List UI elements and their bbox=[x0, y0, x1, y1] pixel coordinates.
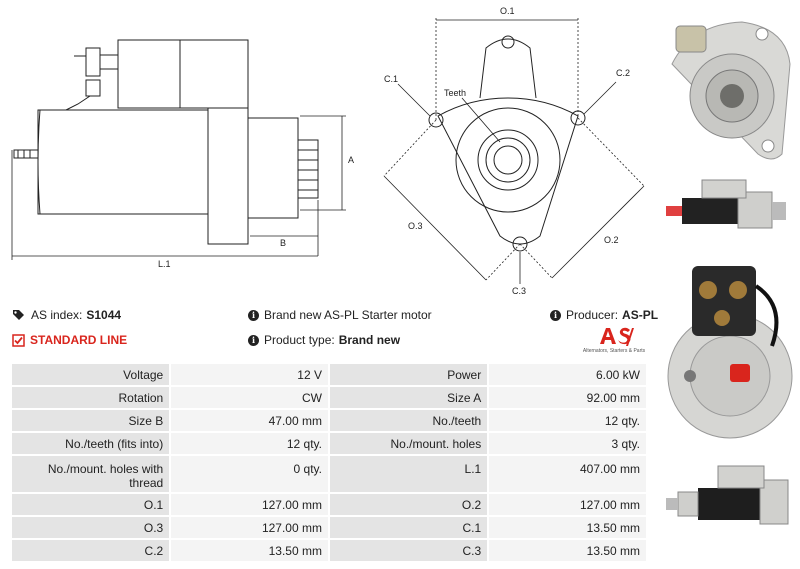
table-row: No./teeth (fits into) 12 qty. No./mount.… bbox=[12, 433, 646, 454]
photo-front-view bbox=[662, 4, 798, 164]
spec-value: 3 qty. bbox=[489, 433, 646, 454]
mount-hole-c3 bbox=[512, 236, 528, 252]
spec-label: L.1 bbox=[329, 456, 488, 492]
spec-value: 127.00 mm bbox=[489, 494, 646, 515]
info-icon: i bbox=[550, 309, 561, 321]
logo-tagline: Alternators, Starters & Parts bbox=[582, 348, 646, 354]
spec-value: 47.00 mm bbox=[171, 410, 328, 431]
table-row: O.1 127.00 mm O.2 127.00 mm bbox=[12, 494, 646, 515]
spec-value: 13.50 mm bbox=[171, 540, 328, 561]
description-text: Brand new AS-PL Starter motor bbox=[264, 308, 432, 322]
spec-label: Voltage bbox=[12, 364, 170, 385]
o3-label: O.3 bbox=[408, 221, 423, 231]
spec-label: Size A bbox=[329, 387, 488, 408]
photo-side-view-small bbox=[662, 172, 798, 236]
photo-side-view bbox=[662, 458, 798, 532]
spec-label: O.2 bbox=[329, 494, 488, 515]
producer-label: Producer: bbox=[566, 308, 619, 322]
standard-line: STANDARD LINE bbox=[12, 333, 127, 347]
spec-label: No./mount. holes bbox=[329, 433, 488, 454]
standard-line-label: STANDARD LINE bbox=[30, 333, 128, 347]
spec-label: C.3 bbox=[329, 540, 488, 561]
photo-solenoid-view bbox=[662, 246, 798, 450]
spec-value: CW bbox=[171, 387, 328, 408]
spec-label: No./mount. holes with thread bbox=[12, 456, 170, 492]
product-info: AS index: S1044 STANDARD LINE i Brand ne… bbox=[12, 306, 658, 358]
c1-label: C.1 bbox=[384, 74, 398, 84]
spec-label: O.1 bbox=[12, 494, 170, 515]
checkbox-check-icon bbox=[12, 333, 25, 347]
table-row: Size B 47.00 mm No./teeth 12 qty. bbox=[12, 410, 646, 431]
spec-value: 127.00 mm bbox=[171, 517, 328, 538]
producer: i Producer: AS-PL bbox=[550, 308, 658, 322]
spec-value: 0 qty. bbox=[171, 456, 328, 492]
spec-value: 12 qty. bbox=[489, 410, 646, 431]
info-icon: i bbox=[248, 334, 259, 346]
mount-hole-c1 bbox=[428, 112, 444, 128]
table-row: No./mount. holes with thread 0 qty. L.1 … bbox=[12, 456, 646, 492]
spec-value: 12 V bbox=[171, 364, 328, 385]
dim-a-label: A bbox=[348, 155, 354, 165]
spec-value: 407.00 mm bbox=[489, 456, 646, 492]
specs-table: Voltage 12 V Power 6.00 kW Rotation CW S… bbox=[10, 362, 648, 563]
pinion bbox=[297, 139, 319, 199]
spec-value: 13.50 mm bbox=[489, 517, 646, 538]
teeth-label: Teeth bbox=[444, 88, 466, 98]
spec-value: 6.00 kW bbox=[489, 364, 646, 385]
tag-icon bbox=[12, 309, 26, 321]
spec-label: Rotation bbox=[12, 387, 170, 408]
spec-label: No./teeth bbox=[329, 410, 488, 431]
dim-l1-label: L.1 bbox=[158, 259, 171, 269]
solenoid bbox=[117, 39, 249, 109]
drive-housing bbox=[207, 107, 249, 245]
spec-label: No./teeth (fits into) bbox=[12, 433, 170, 454]
dim-b-label: B bbox=[280, 238, 286, 248]
as-index-label: AS index: bbox=[31, 308, 83, 322]
spec-label: C.1 bbox=[329, 517, 488, 538]
technical-drawing: A B L.1 O.1 C.1 C.2 Teeth O.3 O.2 C.3 bbox=[11, 6, 645, 296]
spec-value: 13.50 mm bbox=[489, 540, 646, 561]
producer-value: AS-PL bbox=[622, 308, 659, 322]
table-row: Voltage 12 V Power 6.00 kW bbox=[12, 364, 646, 385]
spec-value: 92.00 mm bbox=[489, 387, 646, 408]
spec-label: O.3 bbox=[12, 517, 170, 538]
product-type-value: Brand new bbox=[338, 333, 401, 347]
c2-label: C.2 bbox=[616, 68, 630, 78]
table-row: C.2 13.50 mm C.3 13.50 mm bbox=[12, 540, 646, 561]
table-row: Rotation CW Size A 92.00 mm bbox=[12, 387, 646, 408]
o2-label: O.2 bbox=[604, 235, 619, 245]
as-pl-logo: Alternators, Starters & Parts bbox=[576, 326, 652, 356]
mount-flange bbox=[437, 97, 579, 245]
table-row: O.3 127.00 mm C.1 13.50 mm bbox=[12, 517, 646, 538]
product-type: i Product type: Brand new bbox=[248, 333, 400, 347]
c3-label: C.3 bbox=[512, 286, 526, 296]
spec-label: Size B bbox=[12, 410, 170, 431]
spec-label: C.2 bbox=[12, 540, 170, 561]
product-photos bbox=[660, 0, 800, 569]
as-index: AS index: S1044 bbox=[12, 308, 121, 322]
spec-value: 12 qty. bbox=[171, 433, 328, 454]
as-index-value: S1044 bbox=[86, 308, 122, 322]
description: i Brand new AS-PL Starter motor bbox=[248, 308, 432, 322]
product-type-label: Product type: bbox=[264, 333, 335, 347]
o1-label: O.1 bbox=[500, 6, 515, 16]
spec-value: 127.00 mm bbox=[171, 494, 328, 515]
spec-label: Power bbox=[329, 364, 488, 385]
motor-body bbox=[37, 109, 209, 215]
info-icon: i bbox=[248, 309, 259, 321]
